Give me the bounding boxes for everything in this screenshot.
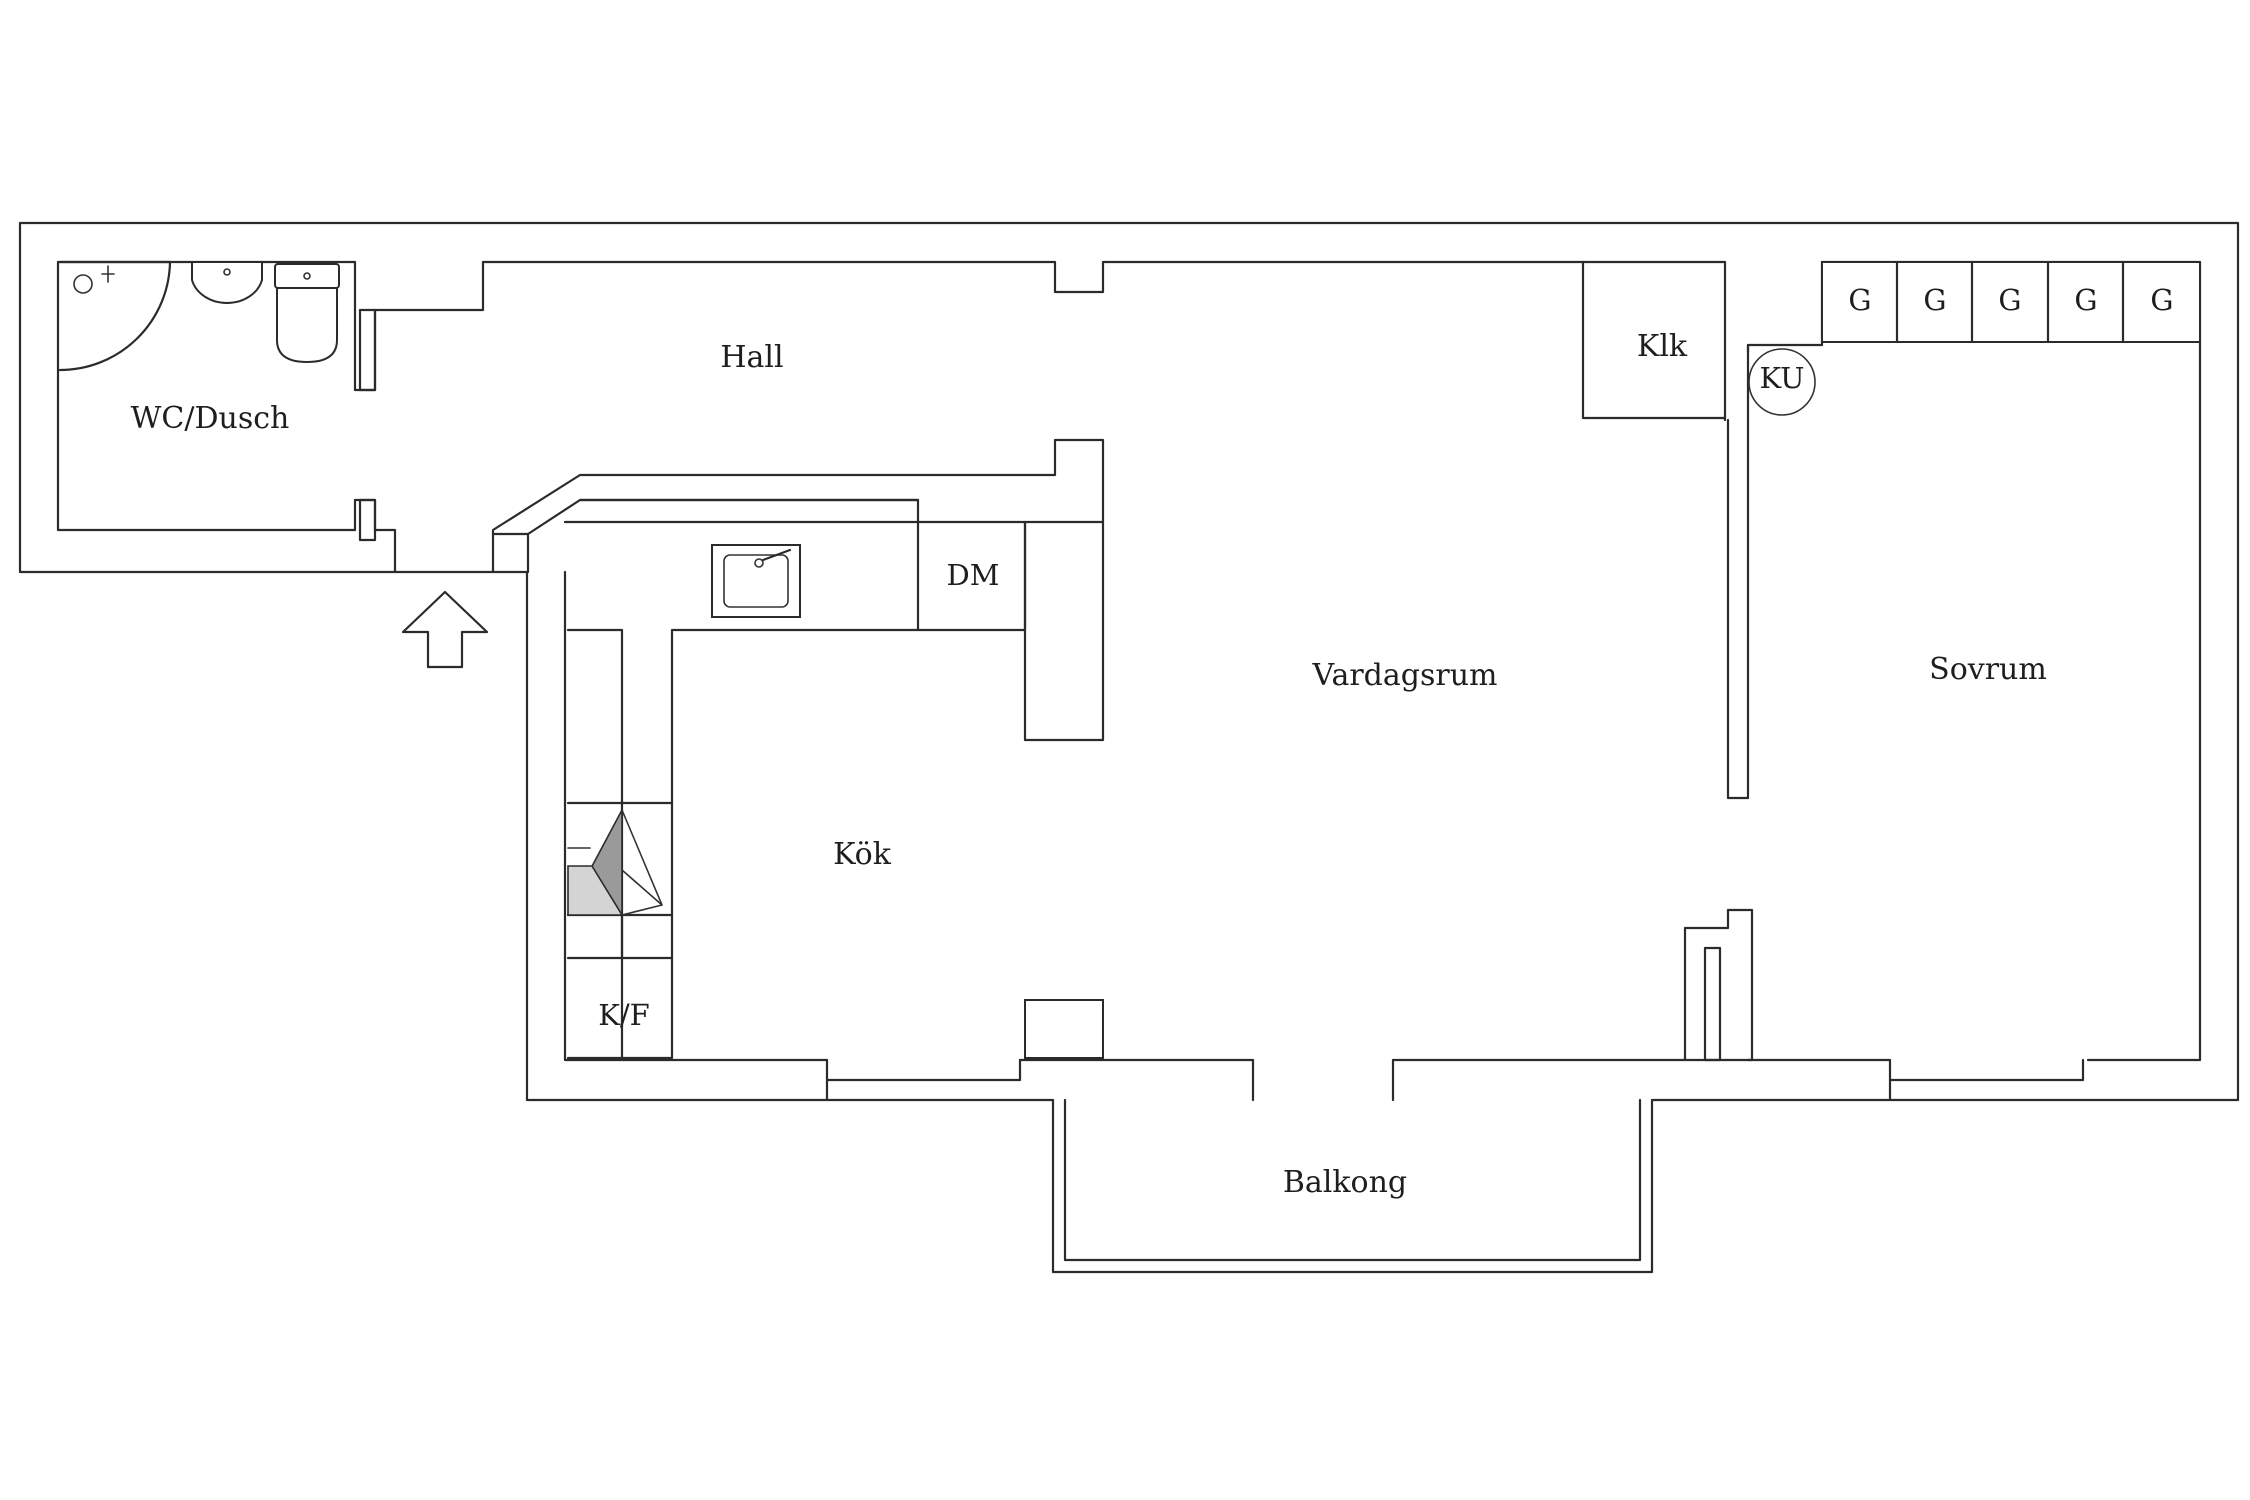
- wc-fixtures: [58, 260, 340, 372]
- outer-walls: [18, 221, 2240, 1274]
- label-ku: KU: [1759, 361, 1804, 395]
- balcony: [1063, 1098, 1642, 1262]
- label-dm: DM: [947, 558, 1000, 592]
- label-wardrobe-3: G: [1998, 283, 2021, 317]
- label-balkong: Balkong: [1283, 1165, 1407, 1200]
- label-kf: K/F: [598, 998, 650, 1032]
- label-vardagsrum: Vardagsrum: [1312, 658, 1498, 693]
- ku-circle: [1748, 348, 1816, 416]
- label-wc-dusch: WC/Dusch: [131, 401, 290, 436]
- room-labels: WC/Dusch Hall Klk KU DM Vardagsrum Sovru…: [131, 283, 2174, 1200]
- label-kok: Kök: [833, 837, 892, 872]
- wardrobes: [1821, 260, 2201, 344]
- label-wardrobe-5: G: [2150, 283, 2173, 317]
- entrance-arrow-icon: [401, 590, 489, 669]
- label-wardrobe-4: G: [2074, 283, 2097, 317]
- label-sovrum: Sovrum: [1929, 652, 2047, 687]
- interior-walls: [358, 260, 1824, 1062]
- label-klk: Klk: [1637, 329, 1688, 364]
- label-wardrobe-2: G: [1923, 283, 1946, 317]
- kitchen-counters: [566, 498, 1105, 1060]
- label-hall: Hall: [720, 340, 783, 375]
- label-wardrobe-1: G: [1848, 283, 1871, 317]
